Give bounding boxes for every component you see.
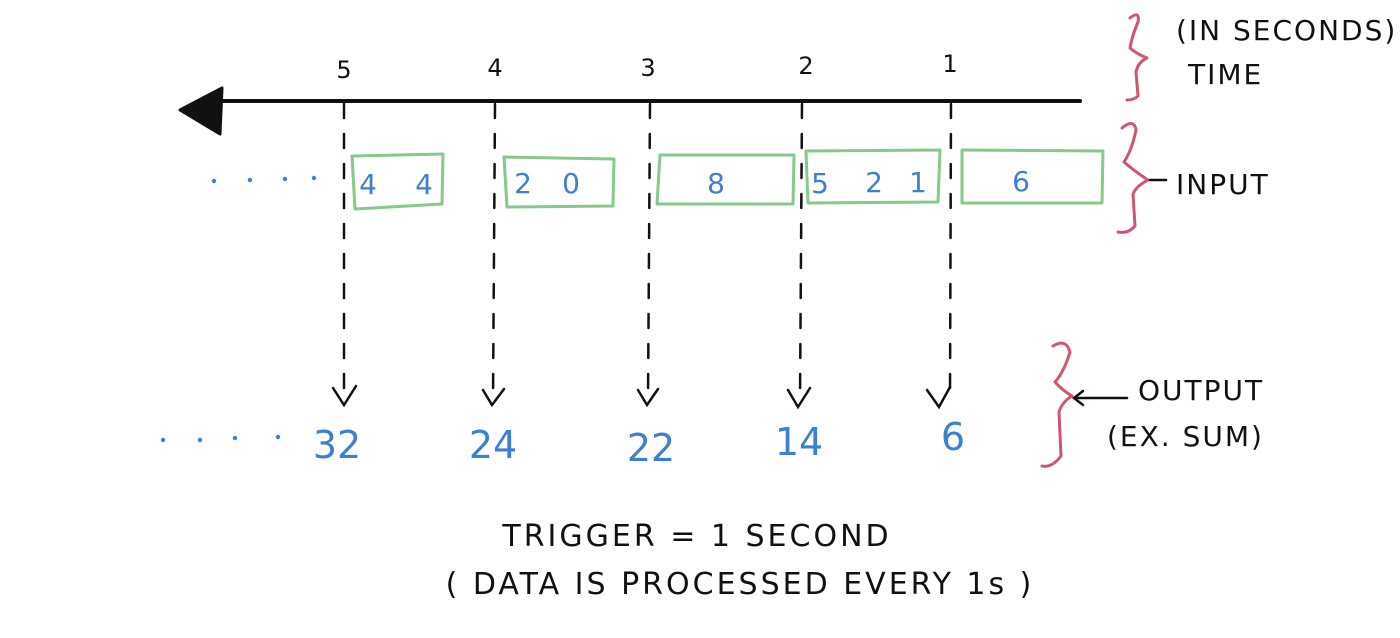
output-label: OUTPUT xyxy=(1138,374,1264,407)
input-batches xyxy=(350,148,1105,211)
time-label: TIME xyxy=(1187,58,1263,91)
input-label: INPUT xyxy=(1176,168,1270,201)
down-arrow-icon xyxy=(786,386,812,410)
down-arrow-icon xyxy=(331,384,358,408)
down-arrow-icon xyxy=(925,385,952,410)
tick-label: 5 xyxy=(336,56,351,84)
output-brace-icon xyxy=(1040,341,1074,468)
output-value: 32 xyxy=(313,423,361,467)
tick-label: 3 xyxy=(640,54,655,82)
input-values: 4 4 2 0 8 5 2 1 6 xyxy=(359,165,1030,201)
side-labels: (IN SECONDS) TIME INPUT OUTPUT (EX. SUM) xyxy=(1107,14,1397,453)
time-axis-arrowhead-icon xyxy=(178,86,224,136)
down-arrow-icon xyxy=(636,387,660,408)
input-value: 1 xyxy=(909,166,927,199)
output-note-label: (EX. SUM) xyxy=(1107,420,1264,453)
input-value: 2 xyxy=(865,166,883,199)
input-brace-icon xyxy=(1116,122,1150,234)
time-unit-label: (IN SECONDS) xyxy=(1176,14,1397,47)
trigger-line xyxy=(331,102,358,408)
input-value: 4 xyxy=(415,168,433,201)
output-value: 14 xyxy=(775,420,823,464)
trigger-caption-line2: ( DATA IS PROCESSED EVERY 1s ) xyxy=(446,567,1035,602)
tick-label: 1 xyxy=(942,50,957,78)
trigger-line xyxy=(636,102,660,408)
time-brace-icon xyxy=(1125,13,1149,102)
output-value: 22 xyxy=(627,426,675,470)
braces xyxy=(1040,13,1150,468)
output-values: 32 24 22 14 6 xyxy=(313,415,965,470)
trigger-caption: TRIGGER = 1 SECOND ( DATA IS PROCESSED E… xyxy=(446,519,1035,602)
trigger-caption-line1: TRIGGER = 1 SECOND xyxy=(501,519,891,554)
input-value: 5 xyxy=(811,167,829,200)
input-value: 4 xyxy=(359,168,377,201)
output-pointer-arrowhead-icon xyxy=(1071,389,1085,407)
down-arrow-icon xyxy=(481,387,506,408)
trigger-line xyxy=(786,102,812,410)
input-ellipsis-dots xyxy=(211,175,317,184)
input-batch-box xyxy=(804,148,942,205)
trigger-lines xyxy=(331,102,953,410)
input-batch-box xyxy=(655,153,796,206)
trigger-line xyxy=(481,102,506,408)
tick-label: 4 xyxy=(487,54,502,82)
output-value: 24 xyxy=(469,423,517,467)
input-value: 6 xyxy=(1012,165,1030,198)
time-axis xyxy=(178,86,1082,136)
input-batch-box xyxy=(960,148,1105,205)
input-value: 8 xyxy=(707,167,725,200)
input-value: 2 xyxy=(514,167,532,200)
input-batch-box xyxy=(502,155,616,209)
input-value: 0 xyxy=(562,167,580,200)
output-ellipsis-dots xyxy=(160,434,281,443)
tick-labels: 5 4 3 2 1 xyxy=(336,50,957,84)
label-pointers xyxy=(1071,178,1168,407)
tick-label: 2 xyxy=(798,52,813,80)
trigger-line xyxy=(925,102,953,410)
input-batch-box xyxy=(350,152,445,211)
output-value: 6 xyxy=(941,415,965,459)
